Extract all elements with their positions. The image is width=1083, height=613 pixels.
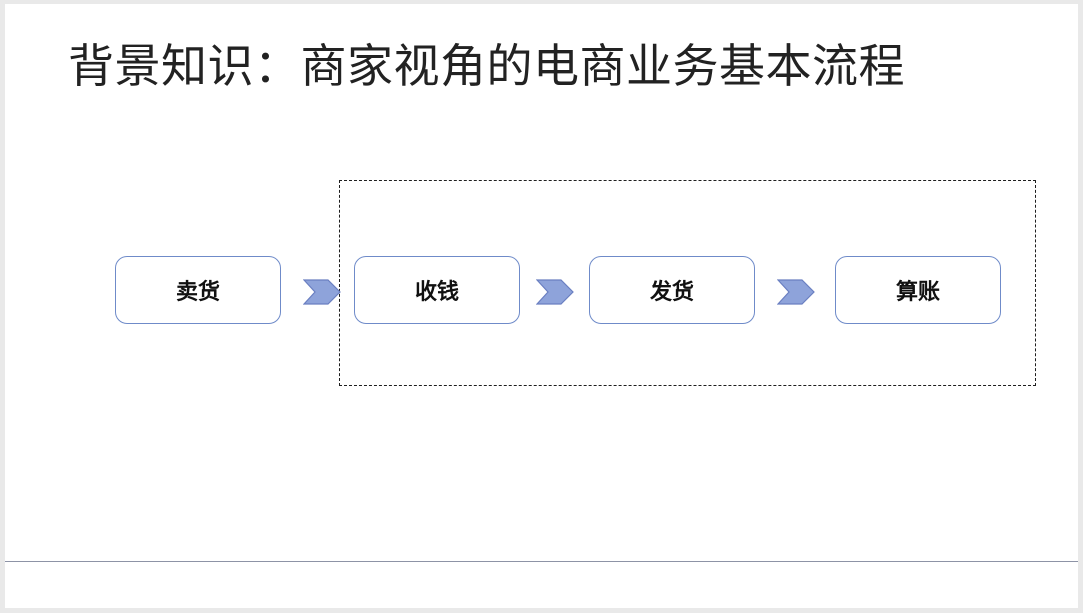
- step-box-accounting: 算账: [835, 256, 1001, 324]
- merchant-scope-dashed-frame: [339, 180, 1036, 386]
- slide: 背景知识：商家视角的电商业务基本流程 卖货 收钱 发货 算账: [5, 4, 1078, 608]
- chevron-shape: [777, 279, 815, 305]
- chevron-right-icon: [777, 279, 815, 305]
- chevron-right-icon: [303, 279, 341, 305]
- step-label-ship: 发货: [649, 280, 694, 305]
- footer-rule: [5, 561, 1078, 562]
- step-label-collect-payment: 收钱: [414, 280, 459, 305]
- step-label-sell: 卖货: [175, 280, 220, 305]
- chevron-shape: [303, 279, 341, 305]
- chevron-shape: [536, 279, 574, 305]
- chevron-right-icon: [536, 279, 574, 305]
- step-box-collect-payment: 收钱: [354, 256, 520, 324]
- slide-title: 背景知识：商家视角的电商业务基本流程: [68, 39, 905, 93]
- step-label-accounting: 算账: [895, 280, 940, 305]
- step-box-ship: 发货: [589, 256, 755, 324]
- step-box-sell: 卖货: [115, 256, 281, 324]
